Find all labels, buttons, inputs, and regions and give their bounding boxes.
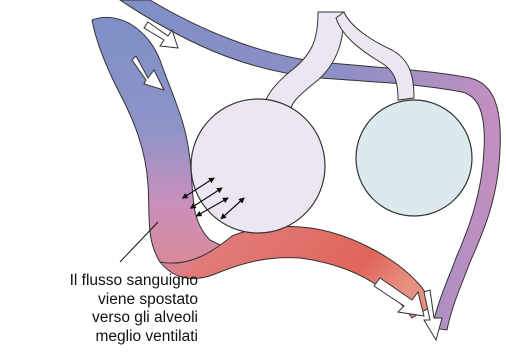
caption-line: verso gli alveoli [0, 309, 198, 328]
caption-line: Il flusso sanguigno [0, 272, 198, 291]
caption-line: viene spostato [0, 291, 198, 310]
well-ventilated-alveolus [191, 99, 325, 233]
caption-line: meglio ventilati [0, 328, 198, 347]
flow-caption: Il flusso sanguigno viene spostato verso… [0, 272, 198, 346]
airway-right-branch [336, 12, 414, 100]
poorly-ventilated-alveolus [356, 100, 472, 216]
